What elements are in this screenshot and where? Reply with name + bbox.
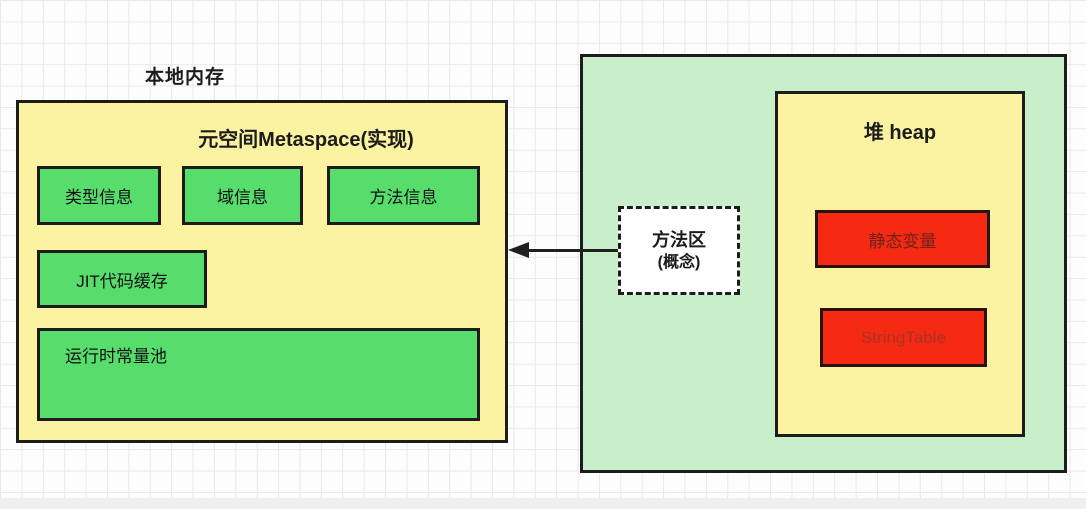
method-area-to-metaspace-arrow-head-icon — [508, 242, 529, 258]
metaspace-title: 元空间Metaspace(实现) — [198, 129, 414, 151]
static-variables-label: 静态变量 — [868, 231, 937, 251]
metaspace-container-box: 元空间Metaspace(实现) 类型信息 域信息 方法信息 JIT代码缓存 运… — [16, 100, 508, 443]
method-area-concept-box: 方法区 (概念) — [618, 206, 740, 295]
type-info-label: 类型信息 — [65, 188, 133, 207]
method-area-to-metaspace-arrow-line — [527, 249, 618, 252]
string-table-label: StringTable — [860, 327, 947, 347]
runtime-constant-pool-label: 运行时常量池 — [65, 347, 167, 366]
method-info-label: 方法信息 — [369, 188, 438, 207]
static-variables-cell: 静态变量 — [815, 210, 990, 268]
string-table-cell: StringTable — [820, 308, 987, 367]
type-info-cell: 类型信息 — [37, 166, 161, 225]
heap-title: 堆 heap — [863, 122, 937, 144]
method-area-title: 方法区 — [652, 229, 706, 250]
method-info-cell: 方法信息 — [327, 166, 480, 225]
field-info-cell: 域信息 — [182, 166, 303, 225]
jit-code-cache-label: JIT代码缓存 — [76, 271, 168, 291]
method-area-subtitle: (概念) — [657, 253, 701, 271]
heap-box: 堆 heap 静态变量 StringTable — [775, 91, 1025, 437]
method-area-region-box: 堆 heap 静态变量 StringTable 方法区 (概念) — [580, 54, 1067, 473]
native-memory-label: 本地内存 — [145, 67, 226, 88]
jit-code-cache-cell: JIT代码缓存 — [37, 250, 207, 308]
runtime-constant-pool-cell: 运行时常量池 — [37, 328, 480, 421]
field-info-label: 域信息 — [217, 188, 268, 207]
canvas-bottom-edge — [0, 498, 1086, 509]
